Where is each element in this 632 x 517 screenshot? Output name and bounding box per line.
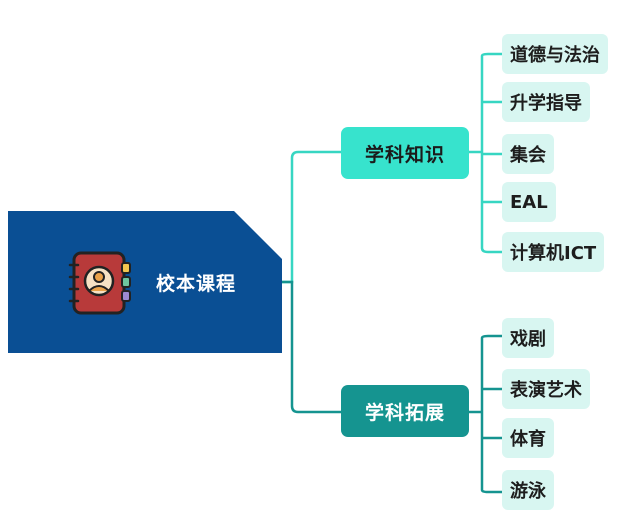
branch-node-2[interactable]: 学科拓展 xyxy=(341,385,469,437)
root-node[interactable]: 校本课程 xyxy=(8,211,282,353)
leaf-node[interactable]: 计算机ICT xyxy=(502,232,605,272)
leaf-node[interactable]: 升学指导 xyxy=(502,82,590,122)
folded-corner xyxy=(234,211,282,259)
leaf-node[interactable]: 道德与法治 xyxy=(502,34,608,74)
root-title: 校本课程 xyxy=(156,273,237,295)
leaf-node[interactable]: 集会 xyxy=(502,134,554,174)
leaf-node[interactable]: 游泳 xyxy=(502,470,554,510)
connector-branch1-leaves xyxy=(469,52,502,254)
connector-root-branch2 xyxy=(282,280,341,414)
connector-branch2-leaves xyxy=(469,334,502,494)
leaf-node[interactable]: EAL xyxy=(502,182,556,222)
leaf-node[interactable]: 体育 xyxy=(502,418,554,458)
leaf-node[interactable]: 戏剧 xyxy=(502,318,554,358)
branch-node-1[interactable]: 学科知识 xyxy=(341,127,469,179)
connector-root-branch1 xyxy=(282,150,341,284)
leaf-node[interactable]: 表演艺术 xyxy=(502,369,590,409)
address-book-icon xyxy=(68,251,131,315)
